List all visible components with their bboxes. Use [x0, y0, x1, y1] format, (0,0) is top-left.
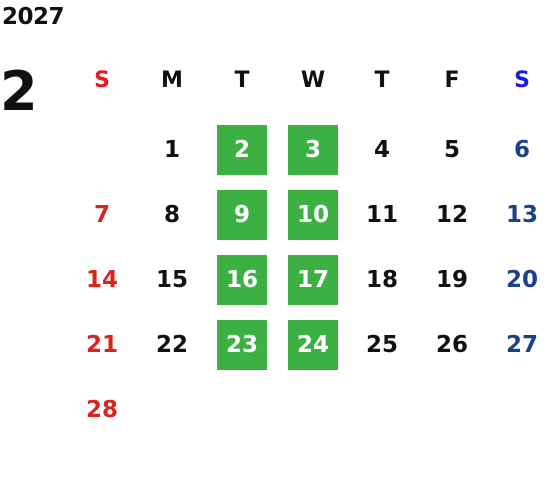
- month-number: 2: [0, 60, 38, 123]
- day-6[interactable]: 6: [513, 137, 530, 163]
- day-4[interactable]: 4: [373, 137, 390, 163]
- weekday-header-0: S: [94, 67, 110, 93]
- day-15[interactable]: 15: [155, 267, 188, 293]
- day-19[interactable]: 19: [435, 267, 468, 293]
- day-3[interactable]: 3: [288, 125, 338, 175]
- day-27[interactable]: 27: [505, 332, 538, 358]
- weekday-header-3: W: [300, 67, 326, 93]
- day-25[interactable]: 25: [365, 332, 398, 358]
- day-20[interactable]: 20: [505, 267, 538, 293]
- day-18[interactable]: 18: [365, 267, 398, 293]
- day-23[interactable]: 23: [217, 320, 267, 370]
- day-28[interactable]: 28: [85, 397, 118, 423]
- day-1[interactable]: 1: [163, 137, 180, 163]
- weekday-header-5: F: [444, 67, 460, 93]
- day-12[interactable]: 12: [435, 202, 468, 228]
- weekday-header-6: S: [514, 67, 530, 93]
- day-8[interactable]: 8: [163, 202, 180, 228]
- day-11[interactable]: 11: [365, 202, 398, 228]
- day-21[interactable]: 21: [85, 332, 118, 358]
- day-16[interactable]: 16: [217, 255, 267, 305]
- weekday-header-2: T: [234, 67, 250, 93]
- day-10[interactable]: 10: [288, 190, 338, 240]
- day-24[interactable]: 24: [288, 320, 338, 370]
- day-22[interactable]: 22: [155, 332, 188, 358]
- weekday-header-1: M: [161, 67, 183, 93]
- day-2[interactable]: 2: [217, 125, 267, 175]
- weekday-header-4: T: [374, 67, 390, 93]
- day-7[interactable]: 7: [93, 202, 110, 228]
- day-17[interactable]: 17: [288, 255, 338, 305]
- day-5[interactable]: 5: [443, 137, 460, 163]
- year-label: 2027: [2, 4, 65, 30]
- day-9[interactable]: 9: [217, 190, 267, 240]
- day-14[interactable]: 14: [85, 267, 118, 293]
- day-26[interactable]: 26: [435, 332, 468, 358]
- day-13[interactable]: 13: [505, 202, 538, 228]
